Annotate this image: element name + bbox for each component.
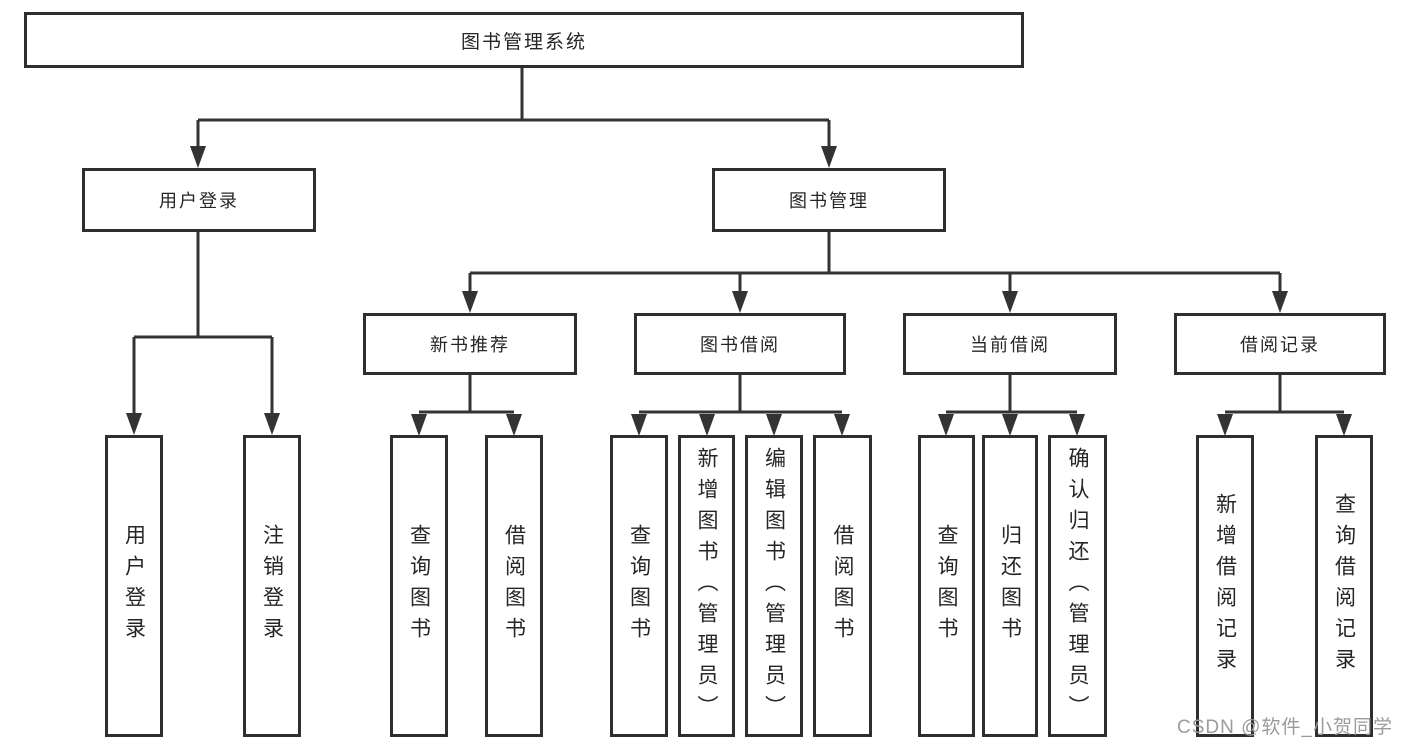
connector-login-branch <box>126 232 280 435</box>
node-label: 归还图书 <box>998 524 1022 648</box>
connector-current-fanout <box>938 375 1085 436</box>
leaf-logout: 注销登录 <box>243 435 301 737</box>
connector-manage-branch <box>462 232 1288 313</box>
leaf-add-book-admin: 新增图书（管理员） <box>678 435 735 737</box>
node-label: 新增图书（管理员） <box>695 446 718 726</box>
leaf-confirm-return-admin: 确认归还（管理员） <box>1048 435 1107 737</box>
node-borrow-record: 借阅记录 <box>1174 313 1386 375</box>
node-label: 新增借阅记录 <box>1213 493 1237 679</box>
node-current-borrow: 当前借阅 <box>903 313 1117 375</box>
node-book-manage-branch: 图书管理 <box>712 168 946 232</box>
leaf-borrow-query-book: 查询图书 <box>610 435 668 737</box>
leaf-edit-book-admin: 编辑图书（管理员） <box>745 435 803 737</box>
node-label: 编辑图书（管理员） <box>762 446 786 726</box>
node-label: 图书借阅 <box>700 335 780 355</box>
leaf-current-query-book: 查询图书 <box>918 435 975 737</box>
node-label: 确认归还（管理员） <box>1066 446 1089 726</box>
node-label: 查询图书 <box>935 524 958 648</box>
leaf-user-login: 用户登录 <box>105 435 163 737</box>
connector-record-fanout <box>1217 375 1352 436</box>
leaf-borrow-book: 借阅图书 <box>813 435 872 737</box>
leaf-recommend-query-book: 查询图书 <box>390 435 448 737</box>
node-label: 查询图书 <box>407 524 431 648</box>
node-label: 图书管理系统 <box>460 31 587 53</box>
node-system-root: 图书管理系统 <box>24 12 1024 68</box>
node-book-borrow: 图书借阅 <box>634 313 846 375</box>
connector-newbook-fanout <box>411 375 522 436</box>
node-label: 借阅图书 <box>831 524 854 648</box>
node-new-book-recommend: 新书推荐 <box>363 313 577 375</box>
node-label: 图书管理 <box>789 191 869 211</box>
csdn-watermark: CSDN @软件_小贺同学 <box>1177 717 1393 738</box>
node-user-login-branch: 用户登录 <box>82 168 316 232</box>
connector-borrow-fanout <box>631 375 850 436</box>
leaf-recommend-borrow-book: 借阅图书 <box>485 435 543 737</box>
node-label: 当前借阅 <box>970 335 1050 355</box>
node-label: 用户登录 <box>122 524 146 648</box>
node-label: 借阅记录 <box>1240 335 1320 355</box>
leaf-add-borrow-record: 新增借阅记录 <box>1196 435 1254 737</box>
leaf-query-borrow-record: 查询借阅记录 <box>1315 435 1373 737</box>
node-label: 查询图书 <box>627 524 651 648</box>
leaf-return-book: 归还图书 <box>982 435 1038 737</box>
node-label: 注销登录 <box>260 524 284 648</box>
node-label: 借阅图书 <box>502 524 526 648</box>
connector-root-to-level2 <box>190 68 837 168</box>
node-label: 查询借阅记录 <box>1332 493 1356 679</box>
node-label: 用户登录 <box>159 191 239 211</box>
node-label: 新书推荐 <box>430 335 510 355</box>
